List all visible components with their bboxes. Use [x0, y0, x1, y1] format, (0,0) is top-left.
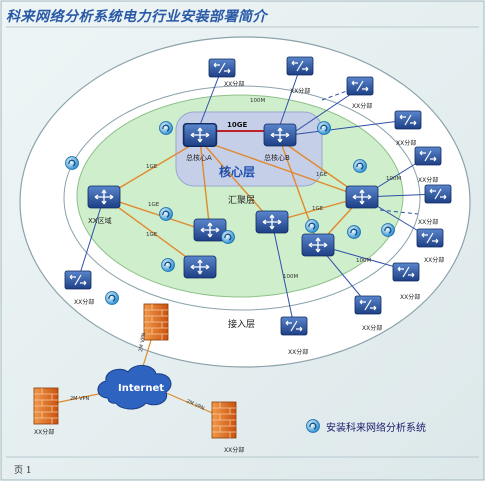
branch-label: XX分部 [74, 298, 94, 306]
vpn-label: 2M VPN [138, 332, 147, 352]
branch-label: XX分部 [362, 324, 382, 332]
access-switch[interactable] [394, 110, 422, 130]
branch-label: XX分部 [352, 102, 372, 110]
analysis-agent-icon [316, 120, 332, 136]
page-number: 页 1 [14, 466, 32, 476]
analysis-agent-icon [158, 120, 174, 136]
branch-label: XX分部 [418, 176, 438, 184]
access-switch[interactable] [354, 295, 382, 315]
aggregation-switch-region[interactable] [87, 185, 121, 209]
branch-label: XX分部 [396, 139, 416, 147]
access-switch[interactable] [286, 56, 314, 76]
link-speed-label: 100M [250, 98, 265, 104]
analysis-agent-icon [104, 290, 120, 306]
firewall-icon [211, 401, 237, 439]
link-speed-label: 1GE [316, 172, 328, 178]
link-speed-label: 1GE [312, 206, 324, 212]
branch-label: XX分部 [288, 348, 308, 356]
access-switch[interactable] [424, 184, 452, 204]
legend-text: 安装科来网络分析系统 [326, 421, 426, 434]
analysis-agent-icon [346, 224, 362, 240]
analysis-agent-icon [352, 158, 368, 174]
firewall-icon [33, 387, 59, 425]
core-switch-b-label: 总核心B [264, 153, 290, 162]
access-switch[interactable] [414, 146, 442, 166]
internet-label: Internet [118, 383, 164, 394]
link-speed-label: 1GE [146, 164, 158, 170]
aggregation-switch[interactable] [301, 233, 335, 257]
link-speed-label: 1GE [148, 202, 160, 208]
aggregation-switch[interactable] [183, 255, 217, 279]
slide-title: 科来网络分析系统电力行业安装部署简介 [6, 9, 267, 25]
link-speed-label: 1GE [146, 232, 158, 238]
region-label: XX区域 [88, 216, 112, 225]
aggregation-switch[interactable] [345, 185, 379, 209]
branch-label: XX分部 [34, 428, 54, 436]
core-switch-b[interactable] [263, 123, 297, 147]
analysis-agent-icon [380, 222, 396, 238]
analysis-agent-icon [304, 218, 320, 234]
link-speed-label: 100M [386, 176, 401, 182]
analysis-agent-icon [158, 206, 174, 222]
access-switch[interactable] [208, 58, 236, 78]
core-switch-a[interactable] [182, 122, 218, 148]
aggregation-layer-label: 汇聚层 [228, 195, 255, 206]
core-link-label: 10GE [227, 121, 247, 129]
aggregation-switch[interactable] [255, 210, 289, 234]
access-switch[interactable] [64, 270, 92, 290]
analysis-agent-icon [64, 155, 80, 171]
core-switch-a-label: 总核心A [186, 153, 212, 162]
access-switch[interactable] [346, 76, 374, 96]
firewall-icon [143, 303, 169, 341]
access-switch[interactable] [416, 228, 444, 248]
internet-cloud: Internet [97, 365, 172, 410]
analysis-agent-icon [220, 229, 236, 245]
branch-label: XX分部 [400, 293, 420, 301]
access-switch[interactable] [280, 316, 308, 336]
link-speed-label: 100M [356, 258, 371, 264]
branch-label: XX分部 [290, 87, 310, 95]
link-speed-label: 100M [283, 274, 298, 280]
branch-label: XX分部 [418, 218, 438, 226]
access-switch[interactable] [392, 262, 420, 282]
legend-agent-icon [305, 418, 321, 434]
access-layer-label: 接入层 [228, 318, 255, 330]
branch-label: XX分部 [224, 446, 244, 454]
branch-label: XX分部 [424, 256, 444, 264]
core-layer-label: 核心层 [219, 164, 255, 179]
vpn-label: 2M VPN [70, 396, 90, 402]
branch-label: XX分部 [224, 80, 244, 88]
analysis-agent-icon [160, 257, 176, 273]
